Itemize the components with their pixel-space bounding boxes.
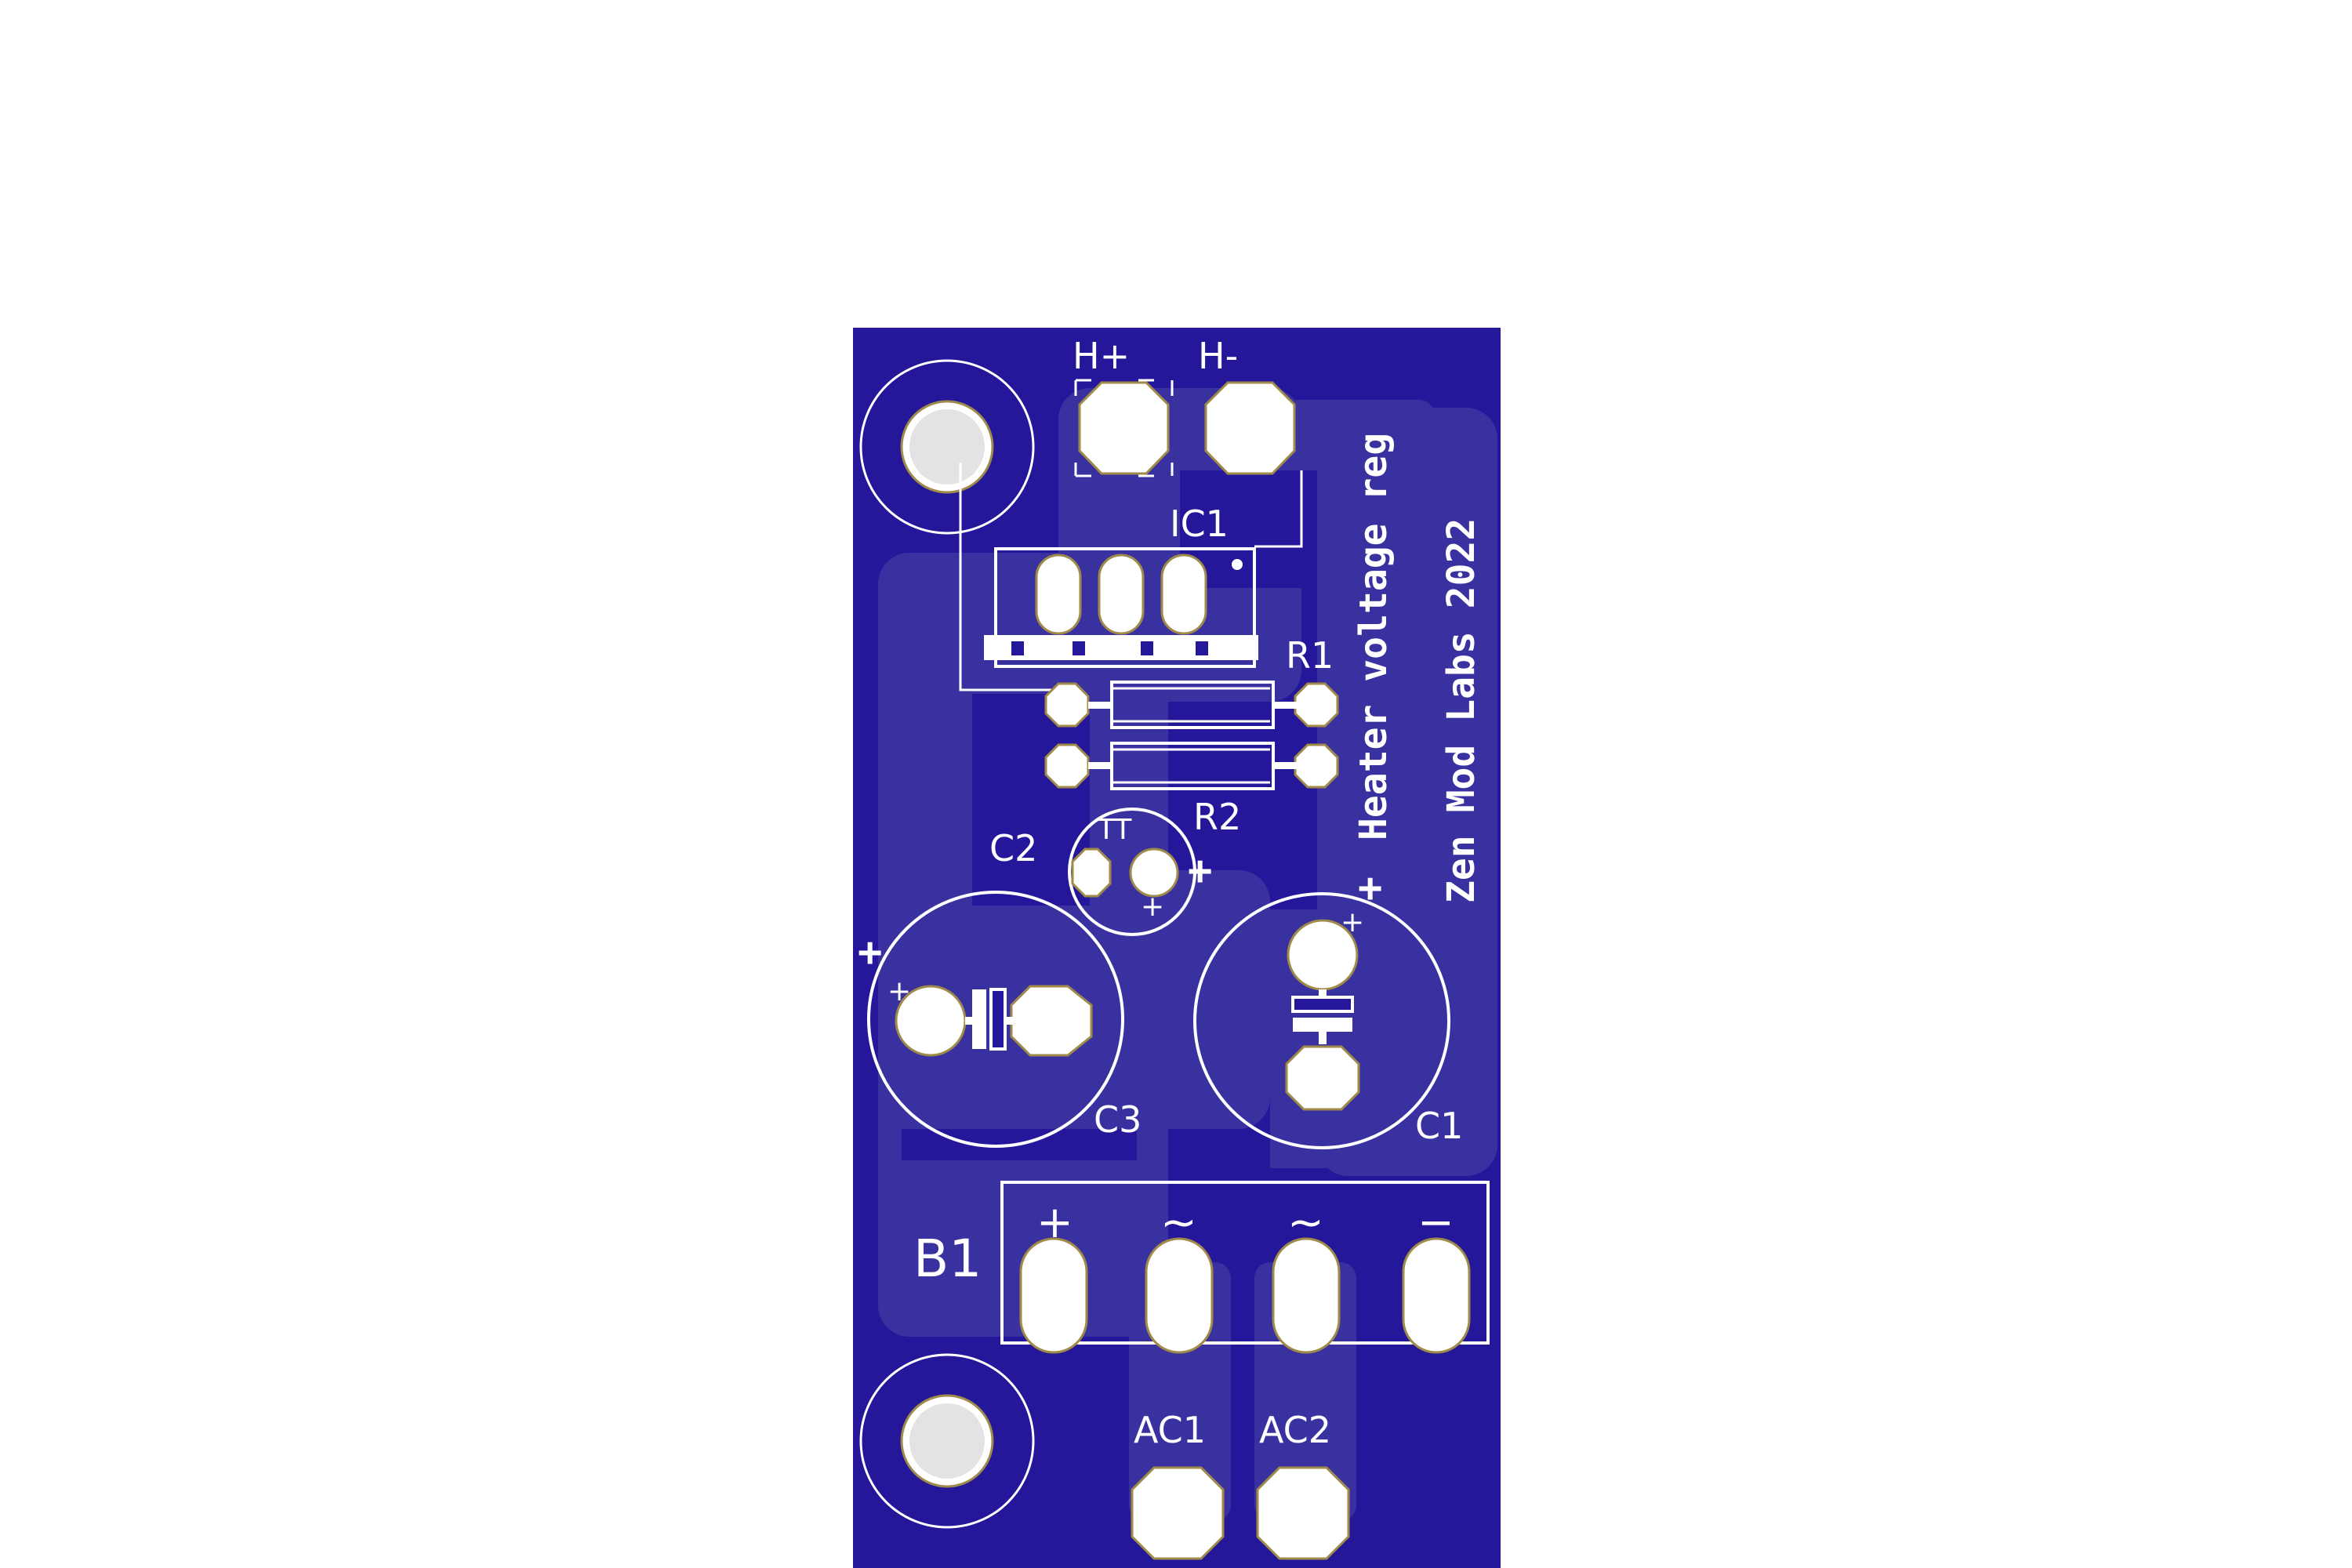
b1-minus: − bbox=[1417, 1197, 1454, 1248]
bridge-b1 bbox=[1000, 1181, 1490, 1354]
label-ac1: AC1 bbox=[1134, 1409, 1206, 1451]
silk-lines bbox=[959, 463, 1303, 691]
ic1-footprint bbox=[984, 547, 1258, 668]
label-b1: B1 bbox=[913, 1229, 982, 1289]
c1-plus-outside: + bbox=[1358, 865, 1382, 912]
pad-ac2 bbox=[1256, 1466, 1350, 1560]
capacitor-c3 bbox=[867, 891, 1124, 1148]
label-r1: R1 bbox=[1286, 634, 1334, 677]
capacitor-c2 bbox=[1068, 808, 1196, 936]
label-c2: C2 bbox=[989, 827, 1037, 869]
label-h-minus: H- bbox=[1198, 335, 1238, 377]
resistor-r2 bbox=[1044, 742, 1339, 790]
label-c1: C1 bbox=[1415, 1105, 1463, 1147]
c1-plus-inside: + bbox=[1341, 906, 1364, 938]
label-ic1: IC1 bbox=[1170, 503, 1229, 545]
label-c2-marking: TT bbox=[1097, 814, 1132, 846]
c3-plus-inside: + bbox=[887, 975, 911, 1007]
c3-plus-outside: + bbox=[858, 929, 882, 976]
resistor-r1 bbox=[1044, 681, 1339, 729]
mounting-hole-bottom bbox=[859, 1353, 1035, 1529]
capacitor-c1 bbox=[1193, 892, 1450, 1149]
label-h-plus: H+ bbox=[1073, 335, 1130, 377]
board-credit: Zen Mod Labs 2022 bbox=[1439, 518, 1483, 903]
c2-plus-inside: + bbox=[1141, 891, 1164, 923]
label-r2: R2 bbox=[1193, 796, 1241, 838]
b1-plus: + bbox=[1036, 1197, 1073, 1248]
b1-ac-left: ~ bbox=[1160, 1197, 1197, 1248]
pad-h-plus bbox=[1074, 379, 1174, 477]
board-title: Heater voltage reg bbox=[1352, 433, 1396, 840]
label-c3: C3 bbox=[1094, 1098, 1142, 1141]
b1-ac-right: ~ bbox=[1287, 1197, 1324, 1248]
c2-plus-outside: + bbox=[1188, 848, 1212, 895]
pad-h-minus bbox=[1204, 381, 1296, 475]
pad-ac1 bbox=[1131, 1466, 1225, 1560]
label-ac2: AC2 bbox=[1259, 1409, 1331, 1451]
mounting-hole-top bbox=[859, 359, 1035, 535]
